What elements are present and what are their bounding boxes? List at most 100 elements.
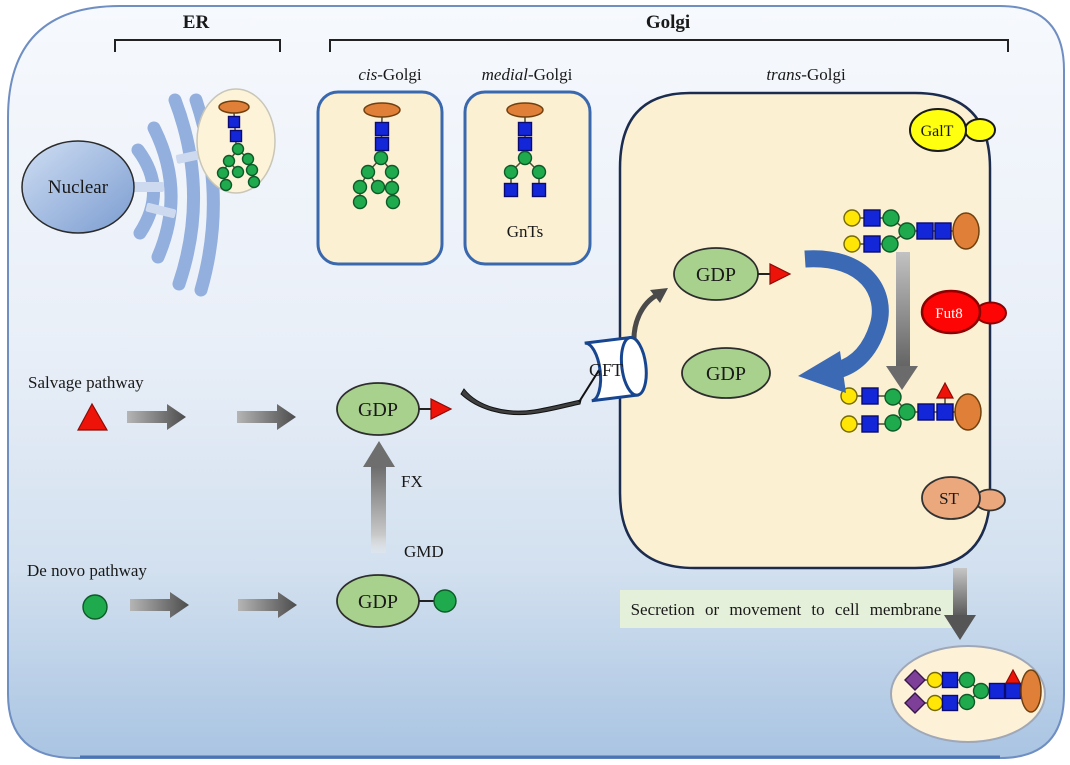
galactose-icon [843,235,861,253]
glcnac-icon [517,136,533,152]
mannose-icon [517,150,533,166]
arrow-head-icon [886,366,918,390]
arrow-shaft [896,252,910,368]
mannose-icon [231,142,245,156]
gdp-label: GDP [358,399,398,421]
mannose-icon [503,164,519,180]
mannose-icon [360,164,376,180]
fx-gmd-arrow: FX GMD [363,441,444,561]
secretion-label-box [620,590,953,628]
mannose-icon [370,179,386,195]
trans-golgi-label: trans-Golgi [766,65,846,84]
st-enzyme: ST [921,476,1006,520]
fut8-label: Fut8 [935,306,963,322]
fucose-icon [430,398,453,420]
sialic-acid-icon [904,692,926,714]
mannose-icon [352,194,368,210]
de-novo-pathway-label: De novo pathway [27,561,147,580]
mannose-icon [222,154,236,168]
mannose-icon [247,175,261,189]
mannose-icon [82,594,108,620]
glcnac-icon [861,387,879,405]
gmd-label: GMD [404,542,444,561]
blue-arrow-shaft [804,250,889,379]
galt-small-lobe [964,118,996,142]
galactose-icon [843,209,861,227]
mannose-icon [241,152,255,166]
mannose-icon [384,180,400,196]
golgi-glycan-arrow [886,252,918,390]
mannose-icon [433,589,457,613]
glcnac-icon [374,121,390,137]
right-arrow-icon [130,592,189,618]
cis-italic: cis [358,65,377,84]
glycan-before-fut8 [843,209,980,253]
fx-label: FX [401,472,423,491]
mannose-icon [245,163,259,177]
medial-italic: medial [482,65,529,84]
mannose-icon [216,166,230,180]
mannose-icon [972,682,990,700]
trans-italic: trans [766,65,801,84]
gdp-label: GDP [706,363,746,385]
er-bracket [114,39,281,52]
protein-icon [952,212,980,250]
fucose-icon [769,263,792,285]
galactose-icon [926,694,944,712]
gft-cylinder-cap [619,335,648,397]
gft-transporter [584,335,648,403]
mannose-icon [898,222,916,240]
protein-icon [954,393,982,431]
blue-transfer-arrow [798,250,889,393]
gdp-golgi: GDP [681,347,771,399]
arrow-head-icon [944,615,976,640]
glcnac-icon [934,222,952,240]
glcnac-icon [1004,682,1022,700]
nucleus-label: Nuclear [48,177,109,198]
salvage-pathway-label: Salvage pathway [28,373,144,392]
mannose-icon [231,165,245,179]
de-novo-pathway-row: De novo pathway GDP [27,561,457,628]
glcnac-icon [916,222,934,240]
er-region-label: ER [183,12,210,33]
glycan-after-fut8 [840,381,982,433]
glcnac-icon [941,694,959,712]
swoosh-line [578,366,602,403]
medial-suffix: -Golgi [528,65,573,84]
salvage-pathway-row: Salvage pathway GDP [28,373,453,436]
trans-suffix: -Golgi [801,65,846,84]
sialic-acid-icon [904,669,926,691]
arrow-head-icon [363,441,395,467]
fucose-icon [76,402,109,431]
right-arrow-icon [238,592,297,618]
mannose-icon [958,693,976,711]
gdp-oval [681,347,771,399]
cis-box [316,90,444,266]
glcnac-icon [936,403,954,421]
glcnac-icon [517,121,533,137]
galactose-icon [926,671,944,689]
st-label: ST [939,489,959,508]
secretion-section: Secretion or movement to cell membrane [620,568,976,640]
mannose-icon [531,164,547,180]
cis-golgi-box [316,90,444,266]
glcnac-icon [374,136,390,152]
galt-label: GalT [921,123,954,140]
gdp-label: GDP [696,264,736,286]
fucose-icon [1004,668,1022,684]
gft-label: GFT [589,360,623,380]
secreted-glycoprotein [890,645,1046,743]
right-arrow-icon [127,404,186,430]
glcnac-icon [863,209,881,227]
er-glycoprotein-vesicle [196,88,276,194]
right-arrow-icon [237,404,296,430]
galactose-icon [840,415,858,433]
glcnac-icon [503,182,519,198]
mannose-icon [884,388,902,406]
galt-enzyme: GalT [909,108,996,152]
connector-bar [145,202,177,219]
glcnac-icon [941,671,959,689]
blue-arrow-head-icon [798,351,846,393]
mannose-icon [373,150,389,166]
